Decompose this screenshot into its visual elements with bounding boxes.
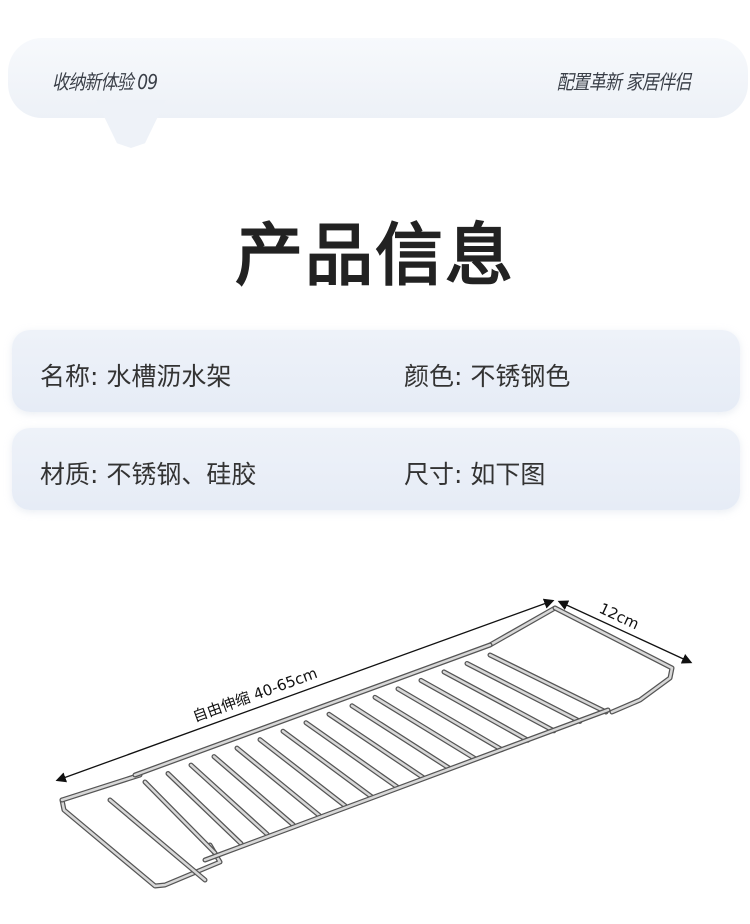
rack-rung-highlight [442,670,556,733]
rack-rung-highlight [327,713,425,780]
inner-frame-left-highlight [108,798,207,882]
rack-rung-highlight [281,729,373,798]
rack-rung-highlight [166,772,243,845]
rack-rung-highlight [258,738,347,808]
product-color: 颜色: 不锈钢色 [404,362,571,391]
outer-frame-right-top-highlight [488,606,557,647]
rack-rung-highlight [373,696,477,761]
rack-rung-highlight [419,679,530,742]
length-arrow [55,598,555,783]
lower-rail-highlight [203,708,610,862]
rack-rung-highlight [350,704,451,770]
rack-rung-highlight [304,721,399,789]
outer-frame-left-top-highlight [60,773,142,802]
page-title: 产品信息 [234,217,515,296]
rack-rung-highlight [396,687,503,751]
rack-rung-highlight [212,755,295,827]
drain-rack-illustration [59,605,675,889]
rack-rung-highlight [465,662,582,723]
outer-frame-right-highlight [553,606,674,714]
width-arrow [557,600,693,664]
rack-rung-highlight [143,780,217,855]
product-material: 材质: 不锈钢、硅胶 [40,460,257,489]
rack-rung-highlight [488,653,608,714]
product-size: 尺寸: 如下图 [404,460,546,489]
width-label: 12cm [596,599,642,633]
info-row-2: 材质: 不锈钢、硅胶 尺寸: 如下图 [12,428,740,510]
product-diagram: 自由伸缩 40-65cm 12cm [55,598,693,889]
upper-rail-highlight [133,643,492,777]
banner-tail [96,100,166,148]
banner-right-text: 配置革新 家居伴侣 [556,70,691,94]
banner-left-text: 收纳新体验 09 [52,70,158,94]
rack-rung-highlight [189,763,269,836]
rack-rung-highlight [235,746,321,817]
info-row-1: 名称: 水槽沥水架 颜色: 不锈钢色 [12,330,740,412]
product-name: 名称: 水槽沥水架 [40,362,232,391]
outer-frame-left-highlight [60,798,222,888]
